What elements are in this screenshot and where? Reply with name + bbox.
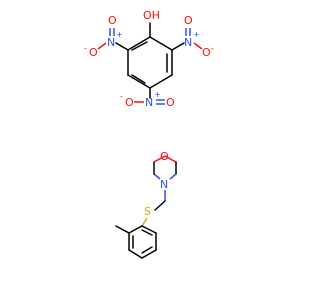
right-nitro-minus: -: [211, 44, 214, 53]
bottom-nitro-nitrogen: N: [145, 96, 153, 109]
right-nitro-oxygen-double: O: [184, 14, 193, 27]
bottom-nitro-oxygen-minus: O: [125, 96, 134, 109]
left-nitro-minus: -: [84, 44, 87, 53]
morpholine-nitrogen: N: [160, 178, 168, 191]
picric-benzene-ring: [127, 36, 173, 89]
chemical-structure-diagram: OH N + O - O N + O O - N: [84, 9, 214, 259]
right-nitro-nitrogen: N: [184, 36, 192, 49]
right-nitro-oxygen-minus: O: [202, 46, 211, 59]
ch2-s-bond: [154, 200, 166, 211]
left-nitro-oxygen-double: O: [108, 14, 117, 27]
picric-acid-molecule: OH N + O - O N + O O - N: [84, 9, 214, 109]
right-nitro-plus: +: [193, 30, 200, 39]
left-nitro-plus: +: [116, 30, 123, 39]
morpholine-oxygen: O: [160, 150, 169, 163]
bottom-nitro-plus: +: [154, 90, 161, 99]
sulfur-label: S: [144, 205, 151, 218]
left-nitro-nitrogen: N: [107, 36, 115, 49]
hydroxyl-label: OH: [143, 9, 160, 22]
right-nitro-group: N + O O -: [171, 14, 214, 59]
left-nitro-group: N + O - O: [84, 14, 129, 59]
tolyl-benzene-ring: [128, 225, 157, 259]
morpholine-thioether-molecule: O N S: [115, 150, 177, 259]
methyl-bond: [115, 225, 130, 234]
left-nitro-oxygen-minus: O: [89, 46, 98, 59]
morpholine-ring: O N: [153, 150, 177, 191]
bottom-nitro-group: N + O - O: [120, 87, 175, 109]
s-aryl-bond: [141, 217, 148, 227]
bottom-nitro-minus: -: [120, 92, 123, 101]
bottom-nitro-oxygen-double: O: [166, 96, 175, 109]
